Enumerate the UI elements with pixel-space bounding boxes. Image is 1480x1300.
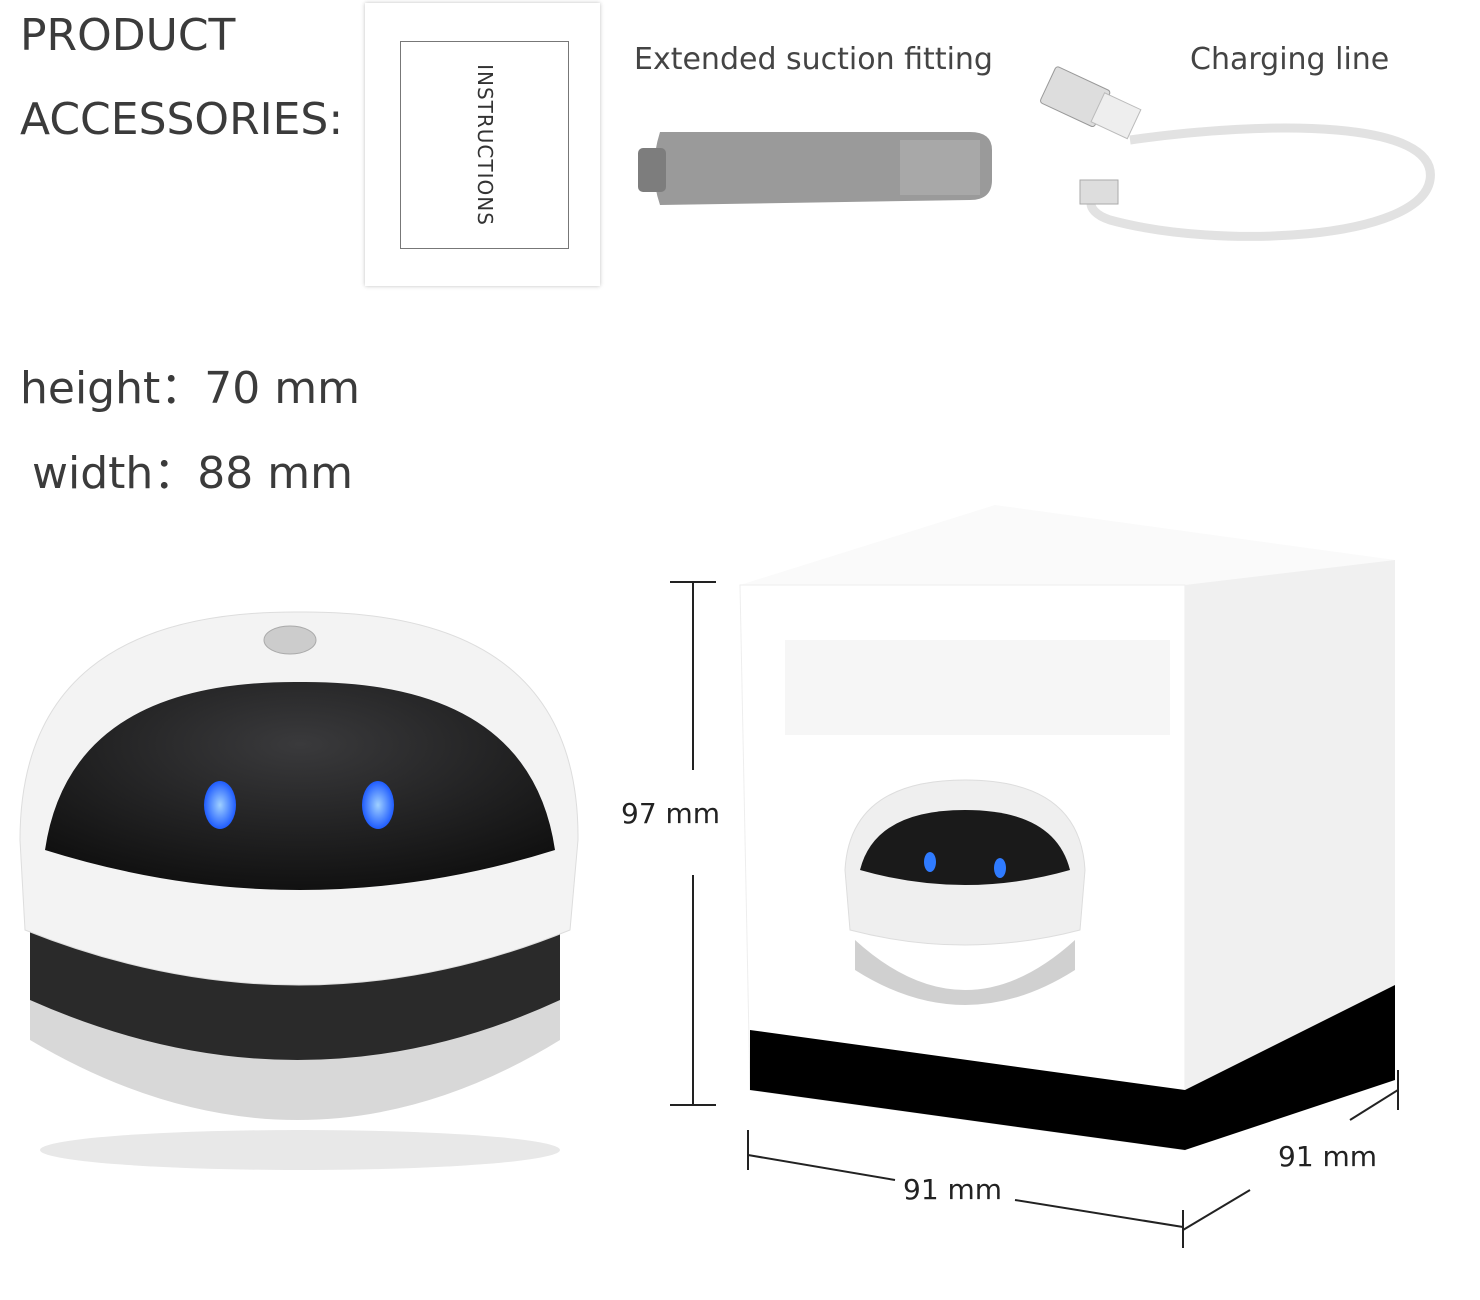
box-product-image: [844, 779, 1086, 1005]
usb-cable-icon: [1040, 66, 1435, 241]
instructions-label: INSTRUCTIONS: [472, 64, 497, 226]
box-depth-label: 91 mm: [1278, 1140, 1378, 1173]
charging-line-label: Charging line: [1190, 42, 1390, 77]
instructions-card: INSTRUCTIONS: [365, 3, 600, 286]
box-width-label: 91 mm: [903, 1173, 1003, 1206]
dimension-lines: [670, 581, 1399, 1248]
height-spec: height：70 mm: [20, 363, 360, 414]
width-spec: width：88 mm: [32, 448, 353, 499]
vacuum-product-image: [19, 611, 579, 1170]
box-height-label: 97 mm: [621, 797, 721, 830]
suction-nozzle-icon: [638, 132, 992, 205]
accessories-title: PRODUCT ACCESSORIES:: [20, 10, 344, 145]
suction-fitting-label: Extended suction fitting: [634, 42, 993, 77]
box-diagram: [670, 505, 1399, 1248]
